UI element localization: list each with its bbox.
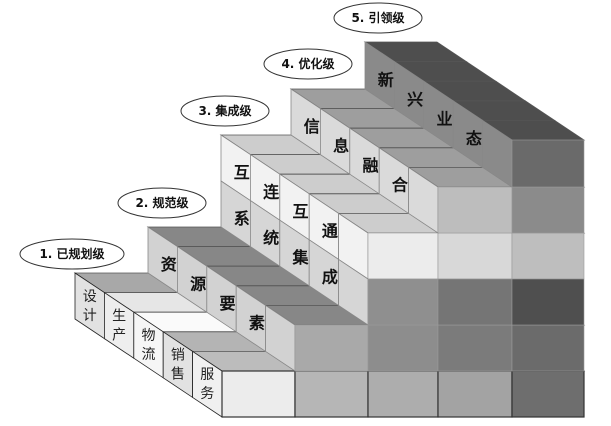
level-1-front-cell	[437, 370, 513, 418]
level-4-side-char: 信	[304, 117, 320, 136]
level-2-side-char: 要	[219, 294, 235, 313]
level-3-front-cell	[367, 278, 439, 326]
level-1-label: 1. 已规划级	[39, 246, 104, 261]
level-2-side-char: 素	[249, 314, 265, 333]
level-1-front-cell	[367, 370, 439, 418]
level-5-front-cell	[511, 139, 585, 188]
level-3-side-char: 集	[291, 248, 309, 267]
level-4-side-char: 合	[392, 176, 409, 195]
level-4-label: 4. 优化级	[281, 56, 334, 71]
level-2-label-ellipse	[117, 187, 207, 219]
level-3-label-ellipse	[180, 95, 270, 127]
level-4-front-cell	[511, 186, 585, 234]
level-1-side-text: 生	[112, 308, 126, 324]
level-3-front-cell	[437, 278, 513, 326]
level-3-label: 3. 集成级	[198, 103, 251, 118]
level-3-side-char: 成	[322, 268, 338, 287]
level-4-label-ellipse	[263, 48, 353, 80]
level-1-side-text: 计	[83, 308, 97, 324]
level-2-front-cell	[294, 324, 369, 372]
level-1-label-ellipse	[19, 238, 125, 270]
level-1-side-text: 务	[200, 386, 214, 402]
level-1-side-text: 设	[83, 289, 97, 305]
level-2-side-char: 资	[161, 255, 177, 274]
level-3-side-char: 系	[234, 209, 250, 228]
level-3-front-cell	[437, 232, 513, 280]
level-3-side-char: 互	[292, 202, 308, 221]
level-2-front-cell	[437, 324, 513, 372]
level-1-side-text: 服	[200, 367, 214, 383]
level-4-side-char: 融	[362, 156, 378, 175]
level-1-front-cell	[221, 370, 296, 418]
level-3-side-char: 统	[263, 228, 279, 247]
level-5-label: 5. 引领级	[351, 10, 404, 25]
level-1-side-text: 售	[171, 367, 185, 383]
level-1-front-cell	[294, 370, 369, 418]
level-3-side-char: 互	[234, 163, 250, 182]
level-3-front-cell	[511, 232, 585, 280]
level-1-side-text: 产	[112, 327, 126, 343]
level-2-front-cell	[367, 324, 439, 372]
level-1-front-cell	[511, 370, 585, 418]
level-1-side-text: 销	[171, 348, 185, 364]
level-5-side-char: 业	[436, 110, 452, 129]
level-5-side-char: 新	[378, 70, 394, 89]
level-1-side-text: 流	[142, 347, 156, 363]
level-3-front-cell	[511, 278, 585, 326]
level-4-front-cell	[437, 186, 513, 234]
level-3-side-char: 连	[263, 182, 280, 201]
level-5-side-char: 态	[466, 129, 482, 148]
level-3-side-char: 通	[322, 222, 338, 241]
level-2-front-cell	[511, 324, 585, 372]
level-2-side-char: 源	[190, 274, 206, 293]
level-4-side-char: 息	[333, 136, 349, 155]
level-5-label-ellipse	[333, 2, 423, 34]
level-1-side-text: 物	[142, 328, 156, 344]
level-2-label: 2. 规范级	[135, 195, 188, 210]
level-3-front-cell	[367, 232, 439, 280]
level-5-side-char: 兴	[407, 90, 423, 109]
